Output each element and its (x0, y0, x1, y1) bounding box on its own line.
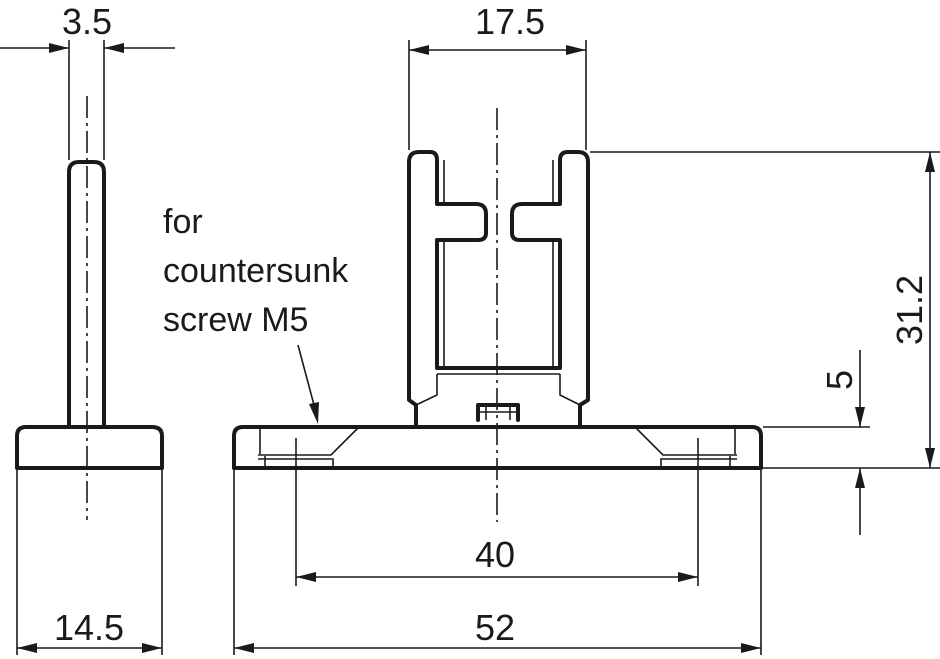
side-view-tab (67, 160, 106, 427)
dim-label-side-depth: 14.5 (54, 607, 124, 648)
dim-base-height: 5 (763, 350, 870, 535)
side-view-base (15, 425, 164, 470)
note-leader-arrow (309, 402, 319, 424)
front-view-bracket (407, 150, 590, 429)
dim-tab-thickness: 3.5 (0, 1, 175, 160)
dim-hole-spacing: 40 (295, 438, 699, 586)
countersunk-screw-note: for countersunk screw M5 (163, 203, 349, 424)
countersink-left (258, 427, 359, 467)
note-line-3: screw M5 (163, 301, 308, 339)
note-line-2: countersunk (163, 252, 349, 290)
dim-total-height: 31.2 (590, 151, 940, 469)
front-view: 17.5 31.2 5 40 (163, 1, 940, 655)
dim-label-total-height: 31.2 (889, 275, 930, 345)
note-line-1: for (163, 203, 203, 241)
dim-overall-length: 52 (233, 470, 762, 655)
dim-label-slot-width: 17.5 (475, 1, 545, 42)
front-view-base (232, 425, 763, 470)
dim-label-overall-length: 52 (475, 607, 515, 648)
dim-label-base-height: 5 (819, 370, 860, 390)
dim-label-hole-spacing: 40 (475, 534, 515, 575)
bracket-clip (476, 403, 520, 422)
countersink-right (635, 427, 737, 467)
dim-slot-width: 17.5 (408, 1, 587, 150)
bracket-inner-lines (415, 160, 581, 406)
note-leader-line (297, 344, 315, 406)
dim-side-depth: 14.5 (16, 470, 163, 655)
side-view: 3.5 14.5 (0, 1, 175, 655)
dim-label-tab-thickness: 3.5 (62, 1, 112, 42)
